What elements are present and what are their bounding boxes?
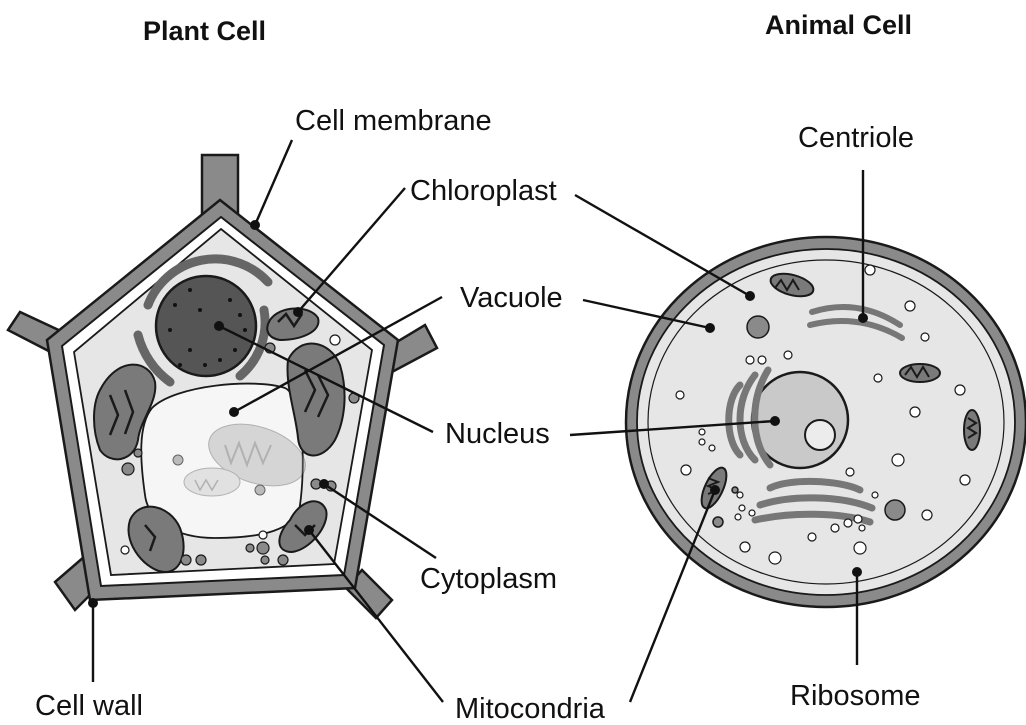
label-cell-wall: Cell wall — [35, 690, 143, 722]
label-cytoplasm: Cytoplasm — [420, 563, 557, 595]
label-mitocondria: Mitocondria — [455, 693, 606, 725]
plant-nucleus — [156, 276, 256, 376]
label-vacuole: Vacuole — [460, 282, 563, 314]
label-chloroplast: Chloroplast — [410, 175, 557, 207]
label-nucleus: Nucleus — [445, 418, 550, 450]
plant-cell-title: Plant Cell — [143, 16, 266, 46]
animal-cell-title: Animal Cell — [765, 10, 912, 40]
animal-cell — [626, 237, 1026, 607]
label-centriole: Centriole — [798, 122, 914, 154]
label-ribosome: Ribosome — [790, 680, 921, 712]
label-cell-membrane: Cell membrane — [295, 105, 492, 137]
nucleolus — [805, 420, 835, 450]
